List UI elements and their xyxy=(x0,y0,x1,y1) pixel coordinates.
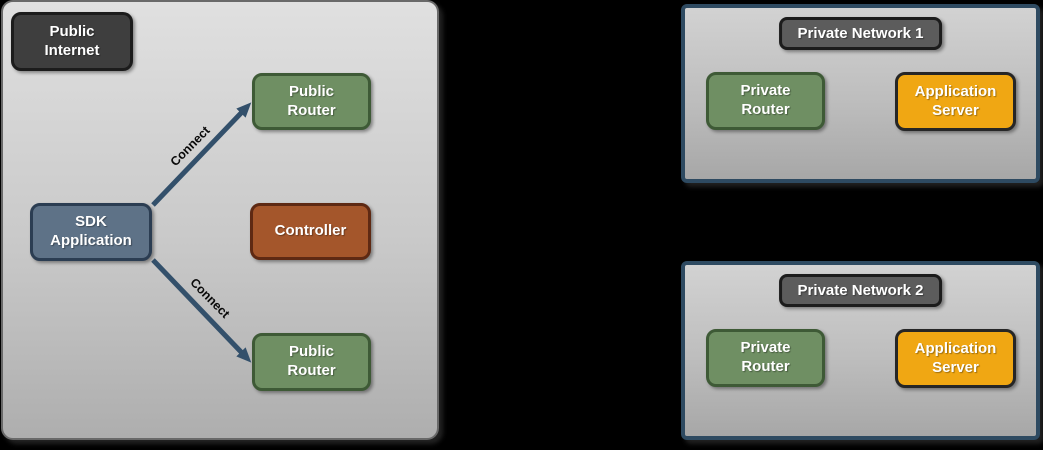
application-server-1-label: Application Server xyxy=(914,82,997,119)
private-network-1-title-badge: Private Network 1 xyxy=(778,17,943,50)
public-router-top-label: Public Router xyxy=(287,82,336,119)
application-server-2-node: Application Server xyxy=(895,329,1016,388)
connect-arrow-bottom xyxy=(151,258,252,363)
controller-label: Controller xyxy=(274,222,347,240)
application-server-2-label: Application Server xyxy=(914,339,997,376)
sdk-application-node: SDK Application xyxy=(30,203,152,261)
public-internet-label: Public Internet xyxy=(11,12,133,71)
private-router-2-node: Private Router xyxy=(706,329,825,387)
controller-node: Controller xyxy=(250,203,371,260)
private-router-1-label: Private Router xyxy=(740,82,791,118)
public-internet-panel: Public Internet Connect Connect Public R… xyxy=(1,0,439,440)
connect-label-bottom: Connect xyxy=(187,275,233,321)
sdk-application-label: SDK Application xyxy=(50,213,132,249)
private-router-1-node: Private Router xyxy=(706,72,825,130)
private-network-1-panel: Private Network 1 Private Router Applica… xyxy=(681,4,1040,183)
public-router-bottom-label: Public Router xyxy=(287,343,336,379)
connect-arrow-top xyxy=(151,102,252,207)
connect-label-top: Connect xyxy=(168,123,214,169)
application-server-1-node: Application Server xyxy=(895,72,1016,131)
private-network-2-panel: Private Network 2 Private Router Applica… xyxy=(681,261,1040,440)
public-internet-label-text: Public Internet xyxy=(44,22,100,59)
private-network-2-title-badge: Private Network 2 xyxy=(778,274,943,307)
public-router-bottom-node: Public Router xyxy=(252,333,371,391)
private-router-2-label: Private Router xyxy=(740,339,791,375)
public-router-top-node: Public Router xyxy=(252,73,371,130)
